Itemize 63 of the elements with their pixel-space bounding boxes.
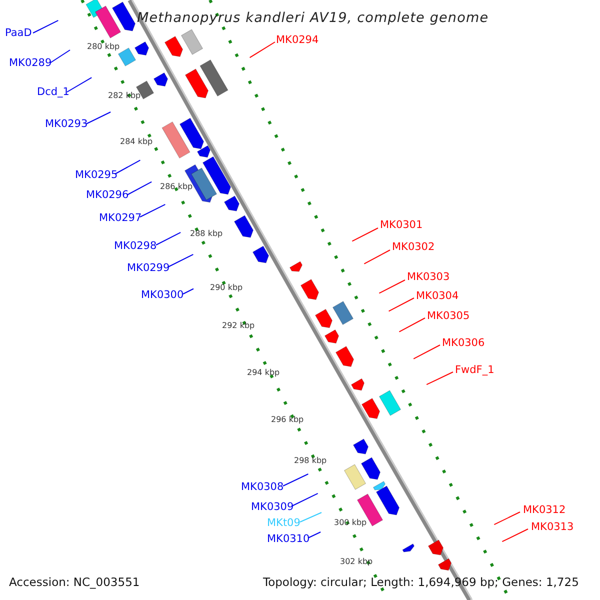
leader-line (32, 20, 59, 34)
info-text: Accession: NC_003551 (9, 575, 140, 589)
leader-line (50, 50, 70, 64)
leader-line (300, 512, 322, 522)
leader-line (352, 228, 378, 242)
scale-label: 286 kbp (160, 182, 193, 191)
scale-label: 288 kbp (190, 229, 223, 238)
gene-label: PaaD (5, 26, 32, 40)
leader-line (502, 528, 528, 542)
leader-line (388, 298, 414, 312)
leader-line (114, 160, 141, 174)
gene-label: MK0296 (86, 188, 129, 202)
gene-label: MK0302 (392, 240, 435, 254)
leader-line (249, 42, 276, 58)
gene-label: MK0308 (241, 480, 284, 494)
leader-line (182, 288, 194, 294)
gene-label: MK0303 (407, 270, 450, 284)
leader-line (168, 254, 194, 268)
leader-line (66, 77, 92, 92)
leader-line (364, 250, 390, 264)
scale-label: 298 kbp (294, 456, 327, 465)
gene-label: MKt09 (267, 516, 300, 530)
gene-label: MK0310 (267, 532, 310, 546)
gene-label: MK0301 (380, 218, 423, 232)
gene-label: MK0309 (251, 500, 294, 514)
leader-line (413, 344, 440, 360)
gene-label: MK0298 (114, 239, 157, 253)
scale-label: 292 kbp (222, 321, 255, 330)
scale-label: 300 kbp (334, 518, 367, 527)
gene-label: MK0295 (75, 168, 118, 182)
leader-line (140, 204, 166, 218)
leader-line (494, 512, 520, 526)
gene-label: MK0300 (141, 288, 184, 302)
scale-label: 302 kbp (340, 557, 373, 566)
scale-label: 294 kbp (247, 368, 280, 377)
leader-line (308, 532, 322, 538)
gene-label: MK0294 (276, 33, 319, 47)
gene-label: MK0289 (9, 56, 52, 70)
scale-label: 296 kbp (271, 415, 304, 424)
gene-label: MK0297 (99, 211, 142, 225)
gene-label: MK0293 (45, 117, 88, 131)
title: Methanopyrus kandleri AV19, complete genome (137, 11, 489, 25)
leader-line (156, 232, 182, 246)
scale-label: 290 kbp (210, 283, 243, 292)
leader-line (282, 474, 309, 486)
gene-label: MK0305 (427, 309, 470, 323)
gene-label: MK0312 (523, 503, 566, 517)
gene-label: MK0313 (531, 520, 574, 534)
leader-line (292, 492, 318, 506)
gene-label: FwdF_1 (455, 363, 494, 377)
leader-line (86, 112, 112, 124)
leader-line (398, 318, 426, 332)
leader-line (378, 280, 406, 294)
scale-label: 282 kbp (108, 91, 141, 100)
scale-label: 280 kbp (87, 42, 120, 51)
info-text: Topology: circular; Length: 1,694,969 bp; Genes: 1,725 (263, 575, 579, 589)
gene-label: MK0306 (442, 336, 485, 350)
gene-label: MK0304 (416, 289, 459, 303)
leader-line (426, 372, 454, 386)
leader-line (126, 181, 152, 196)
gene-label: Dcd_1 (37, 85, 70, 99)
scale-label: 284 kbp (120, 137, 153, 146)
gene-label: MK0299 (127, 261, 170, 275)
